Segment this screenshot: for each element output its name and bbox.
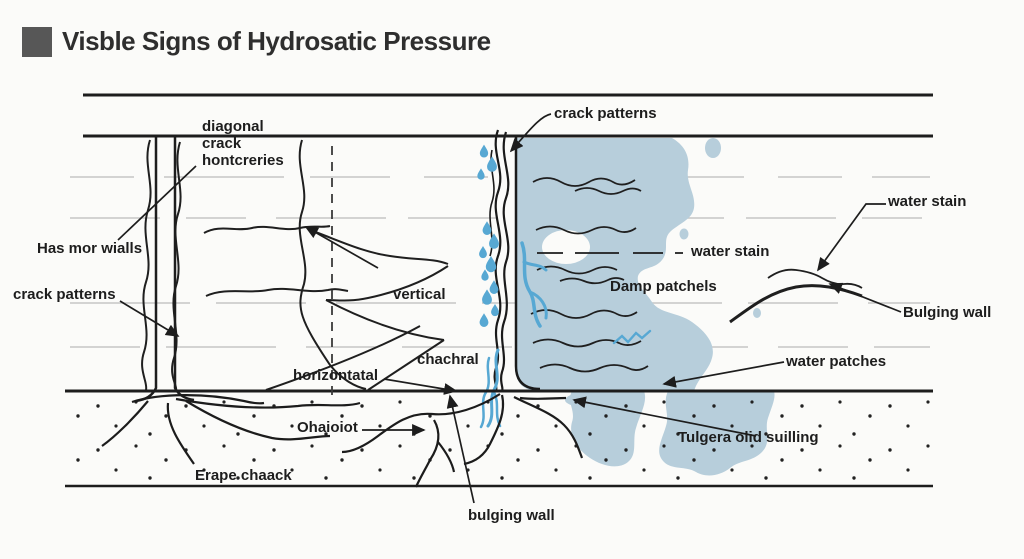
squiggle-line [559,277,625,285]
damp-patch [516,138,713,391]
damp-droplet [679,228,689,240]
crack-line [325,265,449,302]
leader-arrows [117,113,902,504]
label-has-mor-wialls: Has mor wialls [37,240,143,257]
left-column-edge [135,136,158,403]
stain-squiggles [530,177,863,373]
squiggle-line [532,338,642,348]
root-crack [341,393,501,454]
water-drop-icon [489,233,499,249]
crack-network [141,139,449,392]
arrow-bulging-wall-bottom [446,394,475,504]
label-crack-patterns-top: crack patterns [554,105,657,122]
crack-line [298,139,367,390]
label-crack-patterns-left: crack patterns [13,286,116,303]
label-chachral: chachral [417,351,479,368]
bulge-line [729,284,863,324]
water-drops [477,144,499,327]
root-crack [463,394,505,466]
arrow-tulgera [572,396,757,437]
label-water-stain-right: water stain [888,193,967,210]
arrow-vertical [304,226,379,269]
water-drop-icon [479,144,489,158]
water-drop-icon [479,313,489,327]
water-drop-icon [487,156,497,172]
water-zigzag [612,329,652,345]
squiggle-line [530,309,638,319]
label-bulging-wall-right: Bulging wall [903,304,992,321]
root-crack [175,397,361,409]
foundation-cracks [101,393,584,488]
water-drop-icon [479,246,487,259]
ground-crack [414,419,440,488]
damp-patch-group [516,138,761,391]
leader-diagonal-crack [117,165,197,241]
mortar-lines [70,176,930,348]
squiggle-line [574,187,642,195]
label-damp-patchels: Damp patchels [610,278,717,295]
water-drop-icon [477,168,485,180]
label-horizontatal: horizontatal [293,367,378,384]
label-erape-chaack: Erape chaack [195,467,292,484]
water-drop-icon [491,304,499,317]
label-vertical: vertical [393,286,446,303]
crack-line [265,325,421,391]
root-crack [131,394,265,405]
label-diagonal-crack: diagonal crack hontcreries [202,118,284,169]
arrow-water-patches [662,361,785,388]
damp-patch-gap [542,230,590,264]
squiggle-line [767,268,863,289]
crack-line [205,287,349,297]
squiggle-line [535,225,637,235]
crack-line [499,131,510,392]
water-crack [528,290,548,320]
title-row: Visble Signs of Hydrosatic Pressure [22,26,491,57]
root-crack [166,402,195,465]
crack-line [141,139,152,391]
title-square-icon [22,26,52,57]
squiggle-line [539,363,649,373]
arrow-crack-patterns-left [119,300,180,337]
crack-line [309,229,449,265]
damp-droplet [753,308,761,318]
arrow-bulging-wall-right [828,282,902,313]
label-water-patches: water patches [786,353,887,370]
crack-line [171,141,182,392]
crack-line [325,299,445,341]
damp-wall-edge [514,137,541,391]
arrow-water-stain-right [817,203,886,272]
root-crack [101,400,149,447]
label-bulging-wall-bottom: bulging wall [468,507,555,524]
arrow-horizontatal [383,378,458,395]
label-ohaioiot: Ohaioiot [297,419,358,436]
root-crack [185,400,331,441]
squiggle-line [536,265,618,275]
label-water-stain-mid: water stain [691,243,770,260]
water-crack [522,260,548,272]
water-drop-icon [485,256,497,273]
root-crack [513,396,584,459]
squiggle-line [532,177,636,187]
ground-crack [437,441,456,473]
arrow-crack-patterns-top [509,113,552,153]
root-crack [519,396,567,400]
damp-droplet [705,138,721,158]
water-trickle [479,356,491,429]
damp-droplet [663,216,675,230]
water-drop-icon [481,269,489,281]
page-title: Visble Signs of Hydrosatic Pressure [62,26,491,56]
crack-line [367,339,445,391]
label-tulgera: Tulgera olid suilling [678,429,819,446]
